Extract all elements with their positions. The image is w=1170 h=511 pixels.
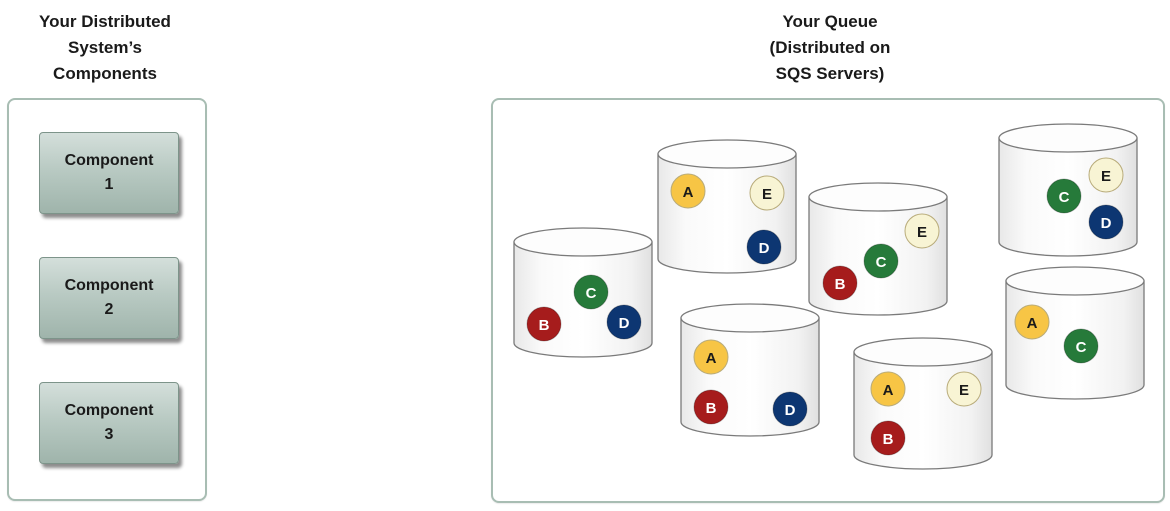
components-panel: Component 1 Component 2 Component 3 xyxy=(7,98,207,501)
server-cylinder-top xyxy=(513,227,653,257)
sqs-server-6: E C D xyxy=(998,123,1138,257)
message-e-label: E xyxy=(917,224,927,241)
message-c: C xyxy=(1063,328,1099,364)
message-a: A xyxy=(693,339,729,375)
component-1-label: Component 1 xyxy=(64,152,154,193)
sqs-server-3: A B D xyxy=(680,303,820,437)
component-2-box: Component 2 xyxy=(39,257,179,339)
message-d: D xyxy=(746,229,782,265)
queue-heading: Your Queue (Distributed on SQS Servers) xyxy=(769,12,891,83)
message-a: A xyxy=(1014,304,1050,340)
message-a-disc xyxy=(693,339,729,375)
message-e-label: E xyxy=(959,382,969,399)
component-3-box: Component 3 xyxy=(39,382,179,464)
message-d: D xyxy=(772,391,808,427)
message-d-disc xyxy=(746,229,782,265)
message-a: A xyxy=(870,371,906,407)
sqs-server-4: E C B xyxy=(808,182,948,316)
message-b-disc xyxy=(526,306,562,342)
message-e-label: E xyxy=(762,186,772,203)
message-a-disc xyxy=(670,173,706,209)
message-b-label: B xyxy=(883,431,894,448)
message-a-disc xyxy=(870,371,906,407)
message-d-disc xyxy=(606,304,642,340)
message-c-disc xyxy=(863,243,899,279)
message-d-label: D xyxy=(619,315,630,332)
message-a-disc xyxy=(1014,304,1050,340)
message-e-disc xyxy=(1088,157,1124,193)
message-d: D xyxy=(1088,204,1124,240)
message-e-disc xyxy=(749,175,785,211)
message-e-disc xyxy=(946,371,982,407)
component-1-box: Component 1 xyxy=(39,132,179,214)
components-heading: Your Distributed System’s Components xyxy=(39,12,171,83)
message-c-label: C xyxy=(586,285,597,302)
server-cylinder-top xyxy=(853,337,993,367)
message-d-label: D xyxy=(1101,215,1112,232)
server-cylinder-top xyxy=(1005,266,1145,296)
message-a-label: A xyxy=(683,184,694,201)
message-a-label: A xyxy=(1027,315,1038,332)
component-2-label: Component 2 xyxy=(64,277,154,318)
message-c-label: C xyxy=(1059,189,1070,206)
message-b-disc xyxy=(822,265,858,301)
sqs-server-1: C B D xyxy=(513,227,653,358)
sqs-server-2: A E D xyxy=(657,139,797,274)
message-e: E xyxy=(904,213,940,249)
server-cylinder-top xyxy=(998,123,1138,153)
message-a-label: A xyxy=(706,350,717,367)
message-c: C xyxy=(1046,178,1082,214)
message-b-label: B xyxy=(706,400,717,417)
message-b: B xyxy=(526,306,562,342)
message-c-disc xyxy=(573,274,609,310)
message-b: B xyxy=(870,420,906,456)
message-c-label: C xyxy=(876,254,887,271)
message-a-label: A xyxy=(883,382,894,399)
message-d: D xyxy=(606,304,642,340)
message-e-disc xyxy=(904,213,940,249)
message-b-disc xyxy=(870,420,906,456)
message-b-label: B xyxy=(539,317,550,334)
message-b-label: B xyxy=(835,276,846,293)
message-c: C xyxy=(573,274,609,310)
message-d-label: D xyxy=(759,240,770,257)
message-c-label: C xyxy=(1076,339,1087,356)
message-a: A xyxy=(670,173,706,209)
message-e: E xyxy=(749,175,785,211)
message-c-disc xyxy=(1046,178,1082,214)
message-b: B xyxy=(693,389,729,425)
server-cylinder-top xyxy=(680,303,820,333)
server-cylinder-top xyxy=(808,182,948,212)
message-d-disc xyxy=(772,391,808,427)
message-e: E xyxy=(946,371,982,407)
message-b: B xyxy=(822,265,858,301)
sqs-server-5: A E B xyxy=(853,337,993,470)
message-d-label: D xyxy=(785,402,796,419)
message-c: C xyxy=(863,243,899,279)
sqs-server-7: AC xyxy=(1005,266,1145,400)
component-3-label: Component 3 xyxy=(64,402,154,443)
message-d-disc xyxy=(1088,204,1124,240)
message-e: E xyxy=(1088,157,1124,193)
server-cylinder-top xyxy=(657,139,797,169)
server-cylinder-body xyxy=(853,351,993,470)
message-b-disc xyxy=(693,389,729,425)
message-e-label: E xyxy=(1101,168,1111,185)
message-c-disc xyxy=(1063,328,1099,364)
